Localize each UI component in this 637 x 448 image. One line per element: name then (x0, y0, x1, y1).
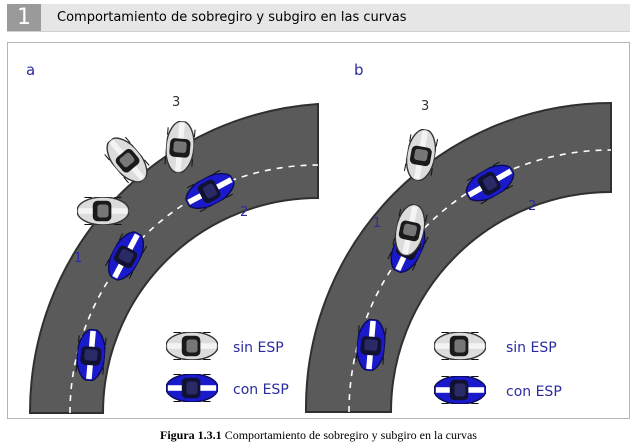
figure-caption-text: Comportamiento de sobregiro y subgiro en… (221, 428, 477, 442)
figure-frame (7, 42, 630, 419)
figure-caption-number: Figura 1.3.1 (160, 428, 222, 442)
panel-b-label: b (354, 61, 364, 79)
legend-without-esp-label: sin ESP (233, 340, 284, 356)
legend-car-without-esp (434, 332, 486, 360)
panel-b: b 1 2 3 (304, 61, 612, 413)
legend-car-with-esp (166, 374, 218, 402)
section-title: Comportamiento de sobregiro y subgiro en… (57, 10, 407, 25)
car-number-1: 1 (373, 216, 381, 231)
legend-with-esp-label: con ESP (233, 382, 289, 398)
road-centerline-b (348, 149, 612, 413)
section-header-bar (7, 4, 630, 32)
section-number: 1 (7, 4, 41, 31)
panel-a-label: a (26, 61, 35, 79)
legend-car-with-esp (434, 376, 486, 404)
legend-with-esp-label: con ESP (506, 384, 562, 400)
legend-without-esp-label: sin ESP (506, 340, 557, 356)
car-number-2: 2 (528, 199, 536, 214)
legend-b: sin ESP con ESP (434, 332, 562, 404)
car-number-3: 3 (172, 95, 180, 110)
car-number-2: 2 (240, 205, 248, 220)
panel-a: a 1 2 3 (26, 61, 319, 414)
car-number-3: 3 (421, 99, 429, 114)
legend-car-without-esp (166, 332, 218, 360)
road-b (304, 101, 612, 413)
figure-caption: Figura 1.3.1 Comportamiento de sobregiro… (0, 428, 637, 443)
car-number-1: 1 (74, 251, 82, 266)
legend-a: sin ESP con ESP (166, 332, 289, 402)
